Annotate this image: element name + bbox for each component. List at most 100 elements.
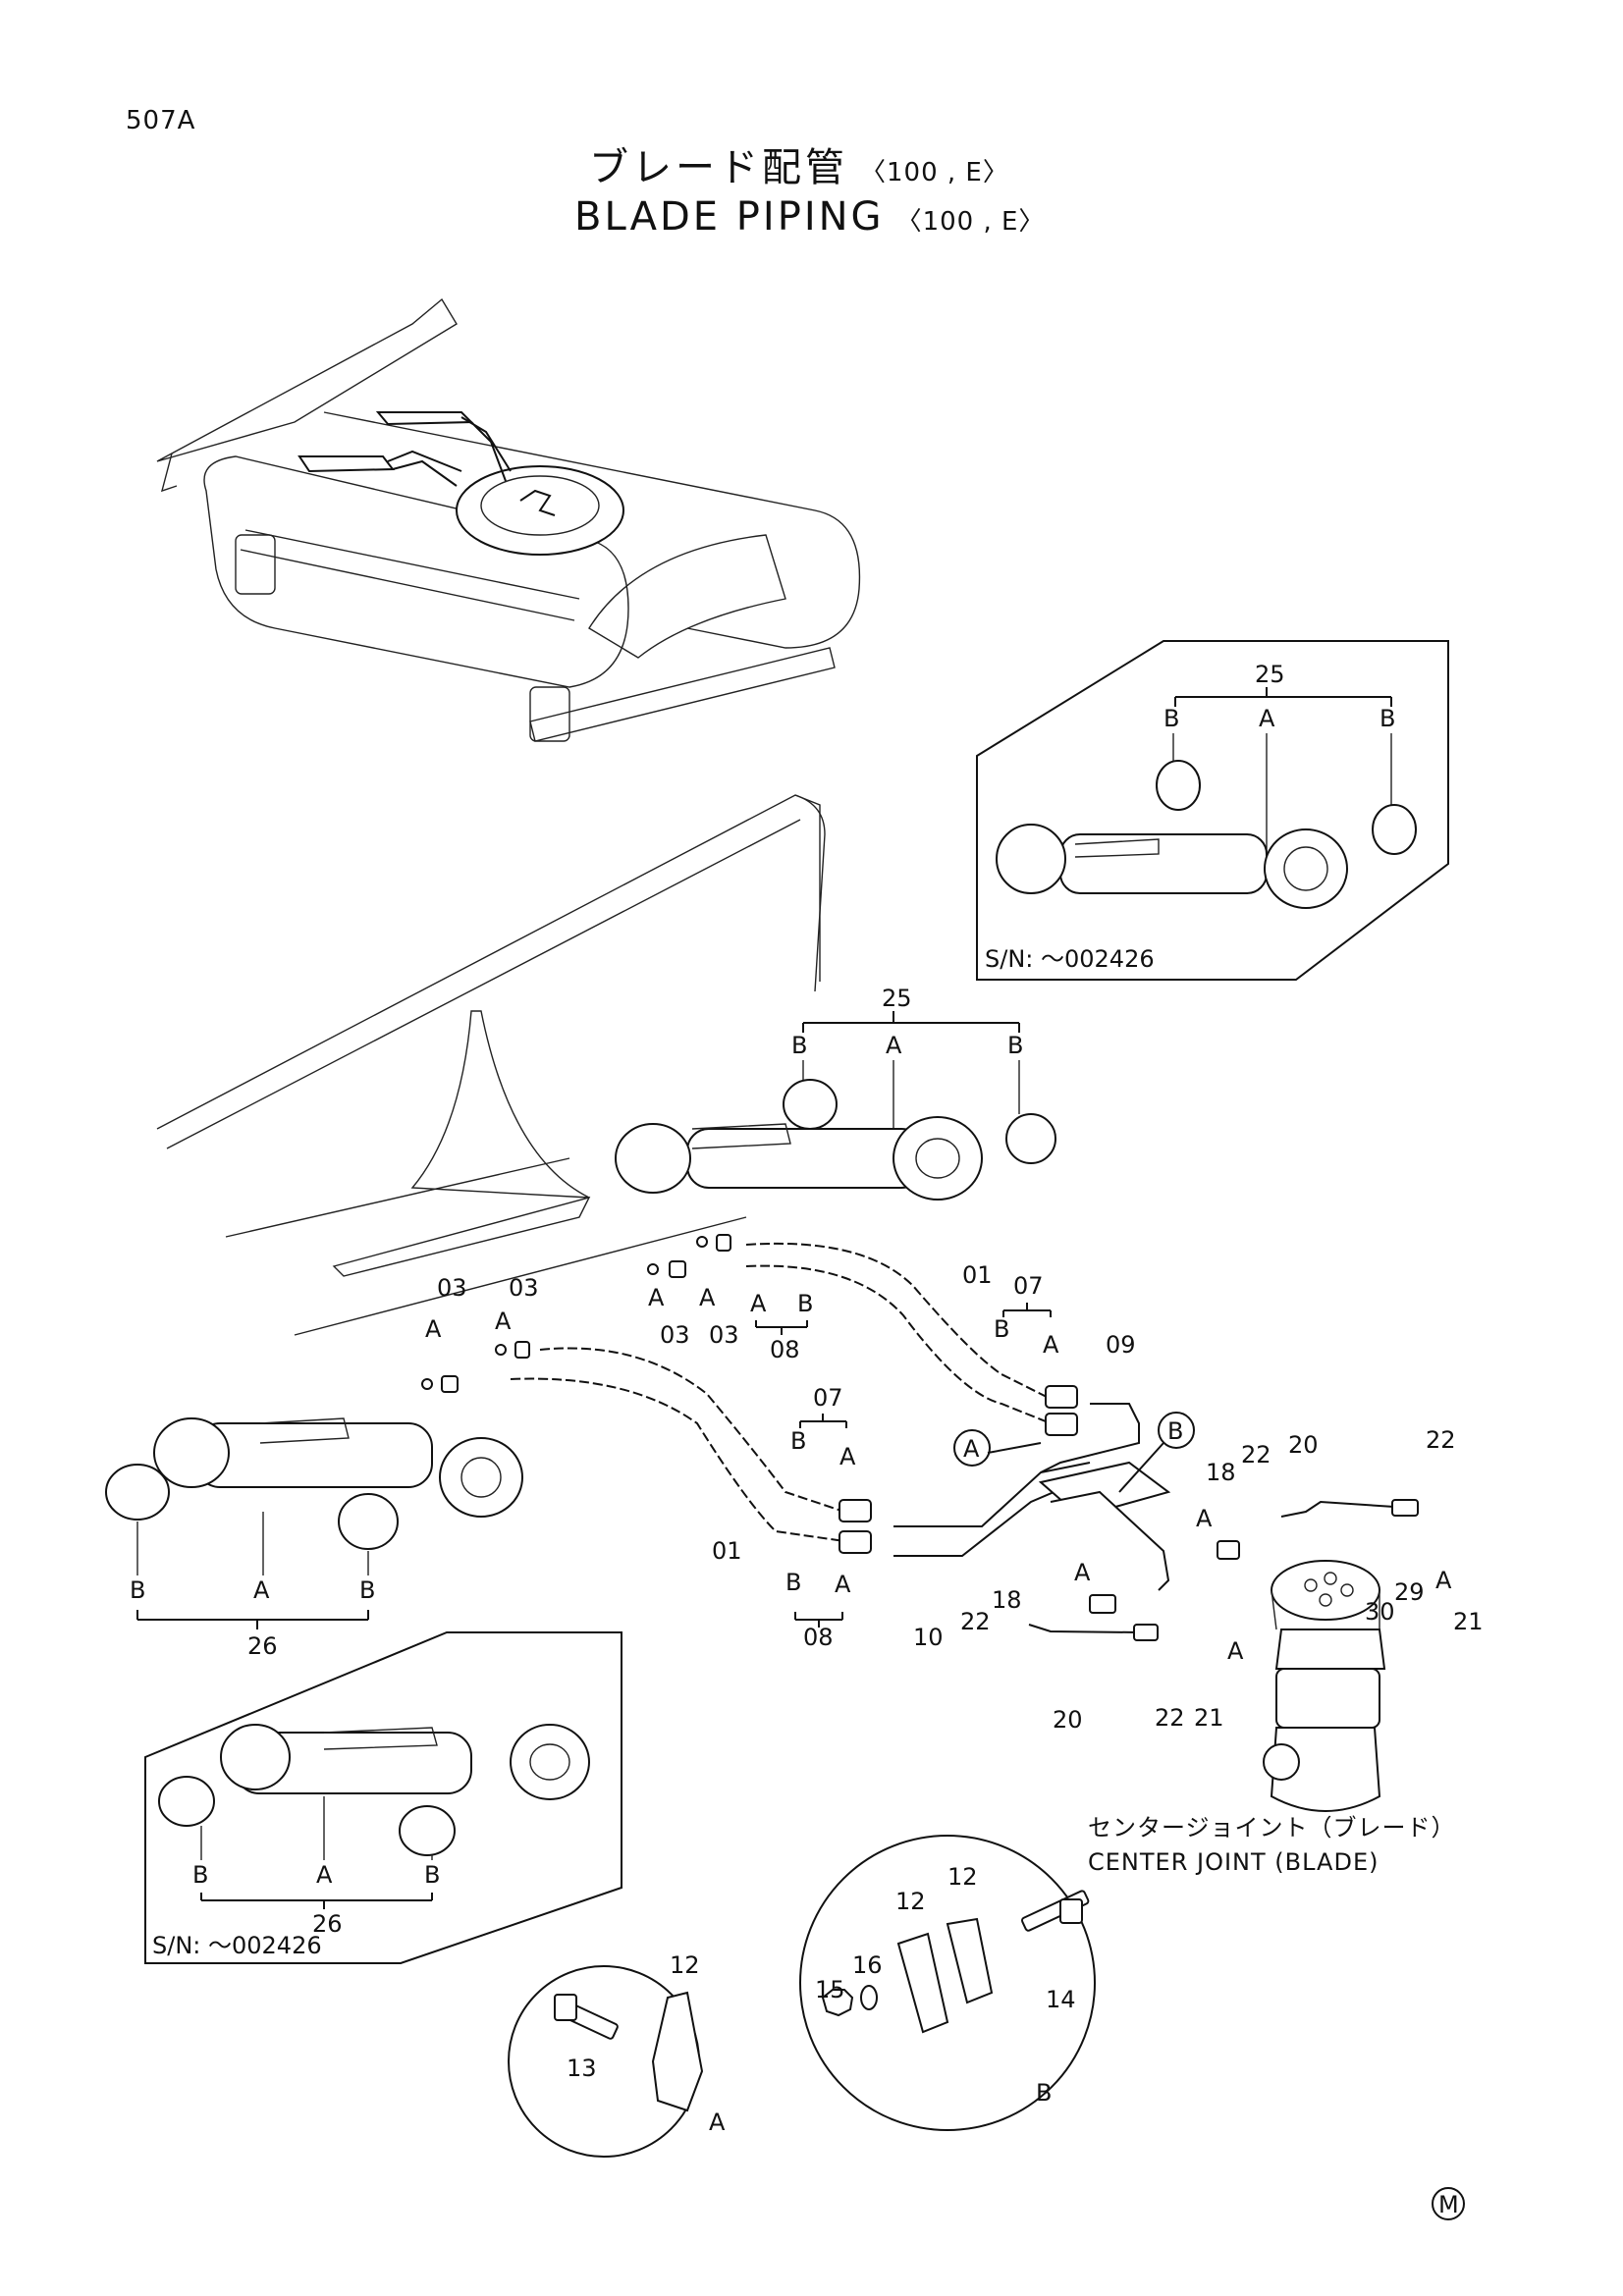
part-labels: 03 03 A A A A 03 03 A B 08 01 07 B A 09 … <box>425 1261 1484 1734</box>
label-25-main: 25 <box>882 985 912 1012</box>
inset-cylinder-top: 25 B A B S/N: ～002426 <box>976 640 1449 981</box>
label-18-mid: 18 <box>992 1586 1022 1614</box>
detail-b: 12 12 14 15 16 B <box>799 1835 1096 2131</box>
hoses-20 <box>1028 1499 1419 1641</box>
label-a-03-mid2: A <box>699 1284 716 1311</box>
label-26-main: 26 <box>247 1632 278 1660</box>
inset-bottom-frame <box>144 1631 622 1964</box>
center-joint-label-en: CENTER JOINT (BLADE) <box>1088 1848 1379 1876</box>
washer-16 <box>860 1985 878 2010</box>
label-a-08-bottom: A <box>835 1571 851 1598</box>
label-a-07-mid: A <box>839 1443 856 1470</box>
label-26-inset: 26 <box>312 1910 343 1938</box>
model-code-jp: 〈100 , E〉 <box>860 158 1009 187</box>
label-07-mid: 07 <box>813 1384 843 1412</box>
bushing-upper-right <box>1005 1113 1056 1164</box>
callout-b-text: B <box>1167 1417 1183 1445</box>
overview-cylinder-1 <box>375 411 474 426</box>
label-12-b1: 12 <box>947 1863 978 1891</box>
label-03-d: 03 <box>709 1321 739 1349</box>
bushing-inset-right <box>1372 804 1417 855</box>
label-20-bottom: 20 <box>1053 1706 1083 1734</box>
serial-inset-bottom: S/N: ～002426 <box>152 1932 322 1959</box>
bushing-inset-left <box>1156 760 1201 811</box>
serial-inset-top: S/N: ～002426 <box>985 945 1155 973</box>
fittings-03 <box>421 1234 731 1393</box>
label-14: 14 <box>1046 1986 1076 2013</box>
label-03-c: 03 <box>660 1321 690 1349</box>
detail-a: 12 13 A <box>508 1951 726 2158</box>
label-08-bottom: 08 <box>803 1624 834 1651</box>
label-12-a: 12 <box>670 1951 700 1979</box>
label-b-07-top: B <box>994 1315 1009 1343</box>
label-22-right: 22 <box>1426 1426 1456 1454</box>
label-a-03-mid1: A <box>648 1284 665 1311</box>
label-b-detail: B <box>1036 2079 1052 2107</box>
pipe-branch <box>1050 1490 1170 1591</box>
label-a-detail: A <box>709 2109 726 2136</box>
model-code-en: 〈100 , E〉 <box>895 207 1046 237</box>
label-03-b: 03 <box>509 1274 539 1302</box>
cylinder-lower <box>195 1422 433 1488</box>
label-22-mid: 22 <box>960 1608 991 1635</box>
bushing-lower-left <box>105 1464 170 1521</box>
inset-cylinder-bottom: B A B 26 S/N: ～002426 <box>144 1631 622 1964</box>
label-13: 13 <box>567 2055 597 2082</box>
callout-a-text: A <box>963 1435 980 1463</box>
title-english: BLADE PIPING 〈100 , E〉 <box>574 194 1045 240</box>
label-25-inset: 25 <box>1255 661 1285 688</box>
inset-top-frame <box>976 640 1449 981</box>
detail-b-circle <box>799 1835 1096 2131</box>
page-number: 507A <box>126 106 196 135</box>
label-b-inset-bottom-right: B <box>424 1861 440 1889</box>
label-a-03-right: A <box>495 1308 512 1335</box>
label-01-mid: 01 <box>712 1537 742 1565</box>
label-a-18-top: A <box>1196 1505 1213 1532</box>
label-b-inset-right: B <box>1380 705 1395 732</box>
title-en-text: BLADE PIPING <box>574 194 885 240</box>
upper-cylinder-assembly: 25 B A B <box>615 985 1056 1201</box>
clamp-12-right <box>946 1917 994 2004</box>
m-mark-circle <box>1432 2187 1465 2220</box>
center-joint-label-jp: センタージョイント（ブレード） <box>1088 1814 1456 1842</box>
machine-overview <box>156 297 861 742</box>
label-22-top: 22 <box>1241 1441 1271 1468</box>
label-01-top: 01 <box>962 1261 993 1289</box>
detail-callouts: A B <box>953 1412 1195 1493</box>
label-b-07-mid: B <box>790 1427 806 1455</box>
label-20-top: 20 <box>1288 1431 1319 1459</box>
label-12-b2: 12 <box>895 1888 926 1915</box>
lower-cylinder-assembly: B A B 26 <box>105 1417 523 1660</box>
label-10: 10 <box>913 1624 944 1651</box>
label-b-inset-bottom-left: B <box>192 1861 208 1889</box>
label-b-lower-right: B <box>359 1576 375 1604</box>
cylinder-upper <box>686 1128 924 1189</box>
label-b-08-top: B <box>797 1290 813 1317</box>
title-jp-text: ブレード配管 <box>589 145 848 190</box>
bushing-lower-right <box>338 1493 399 1550</box>
clamp-12-detail-a <box>651 1991 704 2112</box>
label-b-lower-left: B <box>130 1576 145 1604</box>
callout-circle-b <box>1158 1412 1195 1449</box>
label-09: 09 <box>1106 1331 1136 1359</box>
label-a-21-right: A <box>1435 1567 1452 1594</box>
center-joint <box>1263 1560 1386 1812</box>
bushing-upper-left <box>783 1079 838 1130</box>
label-a-07-top: A <box>1043 1331 1059 1359</box>
pipes <box>893 1403 1171 1591</box>
callout-circle-a <box>953 1429 991 1467</box>
label-b-inset-left: B <box>1163 705 1179 732</box>
label-16: 16 <box>852 1951 883 1979</box>
hose-lines <box>510 1242 1078 1554</box>
bushing-inset-bottom-left <box>158 1776 215 1827</box>
label-18-top: 18 <box>1206 1459 1236 1486</box>
label-30: 30 <box>1365 1598 1395 1626</box>
label-21-bottom: 21 <box>1194 1704 1224 1732</box>
label-22-bottom: 22 <box>1155 1704 1185 1732</box>
center-joint-top <box>1271 1560 1380 1621</box>
label-a-upper: A <box>886 1032 902 1059</box>
label-08-top: 08 <box>770 1336 800 1363</box>
center-joint-body <box>1270 1727 1381 1812</box>
label-a-21-mid: A <box>1227 1637 1244 1665</box>
